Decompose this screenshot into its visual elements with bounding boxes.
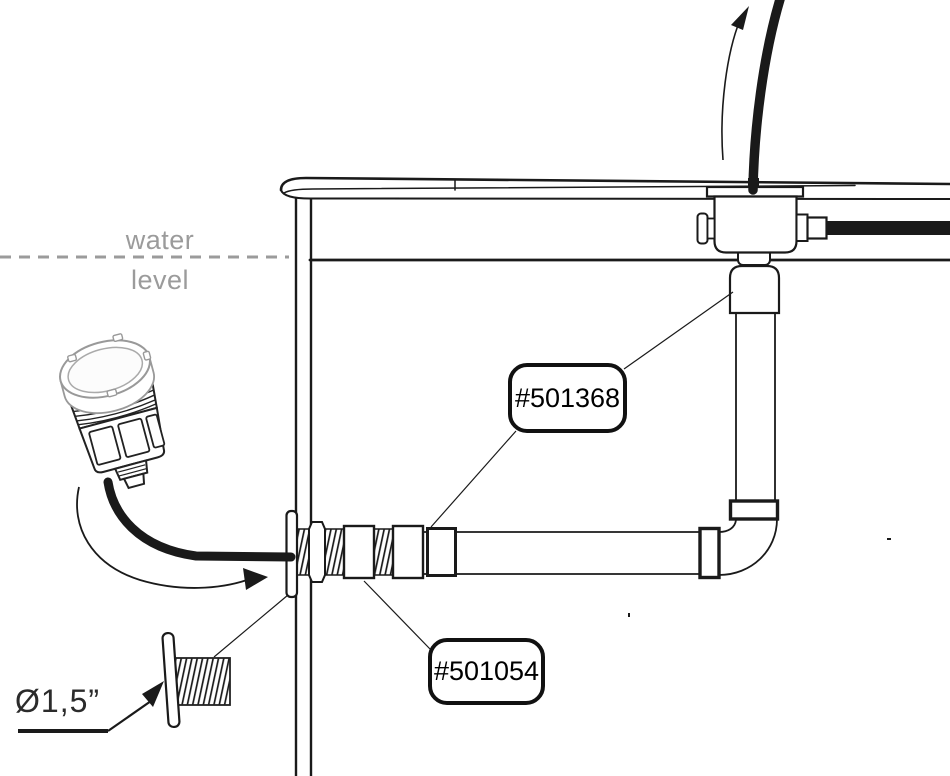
sensor-cable xyxy=(103,477,296,562)
flow-arrow-curved xyxy=(76,486,268,590)
part-label-501054-text: #501054 xyxy=(433,656,540,686)
diameter-label: Ø1,5” xyxy=(15,683,101,719)
flow-arrow-up xyxy=(721,6,749,161)
water-level-label-line1: water xyxy=(125,225,195,255)
fitting-threads-mid xyxy=(373,528,394,576)
water-level-label-line2: level xyxy=(130,265,190,295)
sensor-window xyxy=(88,425,122,466)
pipe-adapter xyxy=(728,264,781,315)
junction-box-right-port xyxy=(795,213,809,242)
exploded-thread-barrel xyxy=(173,657,231,706)
sensor-gland xyxy=(122,472,146,490)
sensor-unit xyxy=(59,333,166,490)
fitting-nut-3 xyxy=(391,524,425,580)
wall-fitting xyxy=(285,509,457,599)
junction-box-left-port xyxy=(696,212,709,245)
leader-lines xyxy=(363,291,734,650)
part-label-501368: #501368 xyxy=(508,363,627,433)
part-label-501054: #501054 xyxy=(428,638,545,705)
fitting-nut-2 xyxy=(342,524,376,580)
part-label-501368-text: #501368 xyxy=(514,382,621,413)
elbow-collar-vertical xyxy=(728,499,780,521)
fitting-nut-1 xyxy=(308,521,326,583)
return-piping xyxy=(423,248,781,580)
sensor-window xyxy=(117,417,151,458)
elbow-collar-horizontal xyxy=(698,526,721,580)
sensor-window xyxy=(145,413,166,449)
junction-box-body xyxy=(713,195,798,254)
top-cable xyxy=(748,0,785,195)
exploded-flange xyxy=(161,631,181,729)
diameter-callout-arrow xyxy=(18,681,164,733)
print-specks xyxy=(628,538,891,617)
exploded-threaded-fitting xyxy=(161,594,289,729)
right-cable xyxy=(826,221,950,235)
junction-box xyxy=(696,178,950,254)
fitting-end-collar xyxy=(426,527,457,577)
pool-rim xyxy=(279,176,950,262)
pool-wall xyxy=(294,197,313,776)
exploded-leader-line xyxy=(213,594,289,658)
elbow xyxy=(718,518,778,576)
